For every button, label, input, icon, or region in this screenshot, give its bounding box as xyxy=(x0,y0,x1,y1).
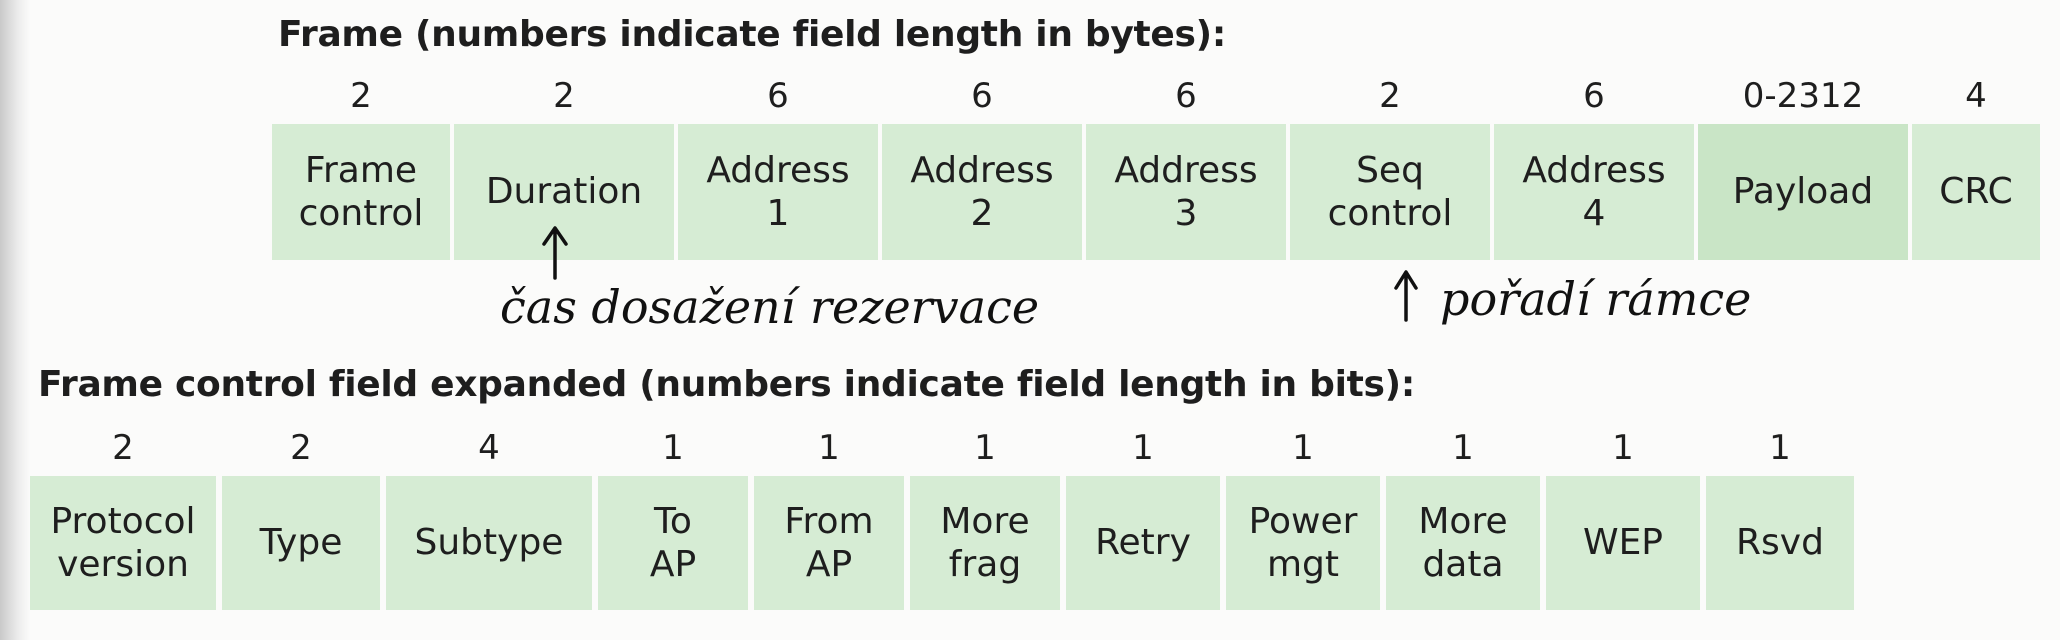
frame-length-crc: 4 xyxy=(1965,76,1987,116)
frame-field-frame-control: Frame control xyxy=(272,124,450,260)
fc-field-label: Rsvd xyxy=(1736,522,1824,564)
frame-field-label: CRC xyxy=(1939,171,2013,213)
frame-control-title: Frame control field expanded (numbers in… xyxy=(38,364,1415,405)
fc-field-label: More frag xyxy=(940,500,1030,585)
frame-field-payload: Payload xyxy=(1698,124,1908,260)
fc-length-type: 2 xyxy=(290,428,312,468)
fc-field-type: Type xyxy=(222,476,380,610)
fc-field-label: To AP xyxy=(649,500,697,585)
frame-field-address4: Address 4 xyxy=(1494,124,1694,260)
fc-field-label: From AP xyxy=(784,500,874,585)
fc-length-to-ap: 1 xyxy=(662,428,684,468)
fc-field-to-ap: To AP xyxy=(598,476,748,610)
frame-length-seq-control: 2 xyxy=(1379,76,1401,116)
fc-field-retry: Retry xyxy=(1066,476,1220,610)
seq-control-handwritten-note: pořadí rámce xyxy=(1440,272,1752,326)
fc-length-subtype: 4 xyxy=(478,428,500,468)
frame-length-address4: 6 xyxy=(1583,76,1605,116)
frame-field-label: Address 3 xyxy=(1114,149,1258,234)
frame-field-label: Address 2 xyxy=(910,149,1054,234)
frame-field-address3: Address 3 xyxy=(1086,124,1286,260)
fc-field-label: Power mgt xyxy=(1248,500,1358,585)
fc-field-more-data: More data xyxy=(1386,476,1540,610)
page-edge-shadow xyxy=(0,0,30,640)
frame-field-label: Duration xyxy=(485,171,643,213)
fc-length-wep: 1 xyxy=(1612,428,1634,468)
fc-length-retry: 1 xyxy=(1132,428,1154,468)
fc-field-label: Type xyxy=(259,522,343,564)
fc-field-power-mgt: Power mgt xyxy=(1226,476,1380,610)
fc-field-rsvd: Rsvd xyxy=(1706,476,1854,610)
fc-field-protocol-version: Protocol version xyxy=(30,476,216,610)
fc-field-from-ap: From AP xyxy=(754,476,904,610)
frame-length-payload: 0-2312 xyxy=(1742,76,1864,116)
frame-length-duration: 2 xyxy=(553,76,575,116)
fc-field-label: Subtype xyxy=(414,522,564,564)
fc-length-from-ap: 1 xyxy=(818,428,840,468)
frame-field-label: Frame control xyxy=(298,149,424,234)
fc-length-more-frag: 1 xyxy=(974,428,996,468)
frame-length-address3: 6 xyxy=(1175,76,1197,116)
duration-arrow-icon xyxy=(542,226,568,280)
frame-field-label: Payload xyxy=(1732,171,1874,213)
fc-field-more-frag: More frag xyxy=(910,476,1060,610)
fc-field-wep: WEP xyxy=(1546,476,1700,610)
frame-field-duration: Duration xyxy=(454,124,674,260)
frame-field-address2: Address 2 xyxy=(882,124,1082,260)
fc-length-more-data: 1 xyxy=(1452,428,1474,468)
fc-field-label: Retry xyxy=(1095,522,1191,564)
fc-field-label: Protocol version xyxy=(50,500,196,585)
fc-length-power-mgt: 1 xyxy=(1292,428,1314,468)
frame-field-label: Address 1 xyxy=(706,149,850,234)
fc-field-subtype: Subtype xyxy=(386,476,592,610)
frame-field-crc: CRC xyxy=(1912,124,2040,260)
duration-handwritten-note: čas dosažení rezervace xyxy=(500,280,1040,334)
frame-field-label: Seq control xyxy=(1327,149,1453,234)
fc-length-rsvd: 1 xyxy=(1769,428,1791,468)
fc-field-label: WEP xyxy=(1582,522,1664,564)
fc-field-label: More data xyxy=(1418,500,1508,585)
frame-length-address2: 6 xyxy=(971,76,993,116)
frame-length-frame-control: 2 xyxy=(350,76,372,116)
fc-length-protocol-version: 2 xyxy=(112,428,134,468)
frame-title: Frame (numbers indicate field length in … xyxy=(278,14,1226,55)
frame-field-address1: Address 1 xyxy=(678,124,878,260)
frame-field-seq-control: Seq control xyxy=(1290,124,1490,260)
frame-length-address1: 6 xyxy=(767,76,789,116)
frame-field-label: Address 4 xyxy=(1522,149,1666,234)
seq-control-arrow-icon xyxy=(1394,270,1418,322)
